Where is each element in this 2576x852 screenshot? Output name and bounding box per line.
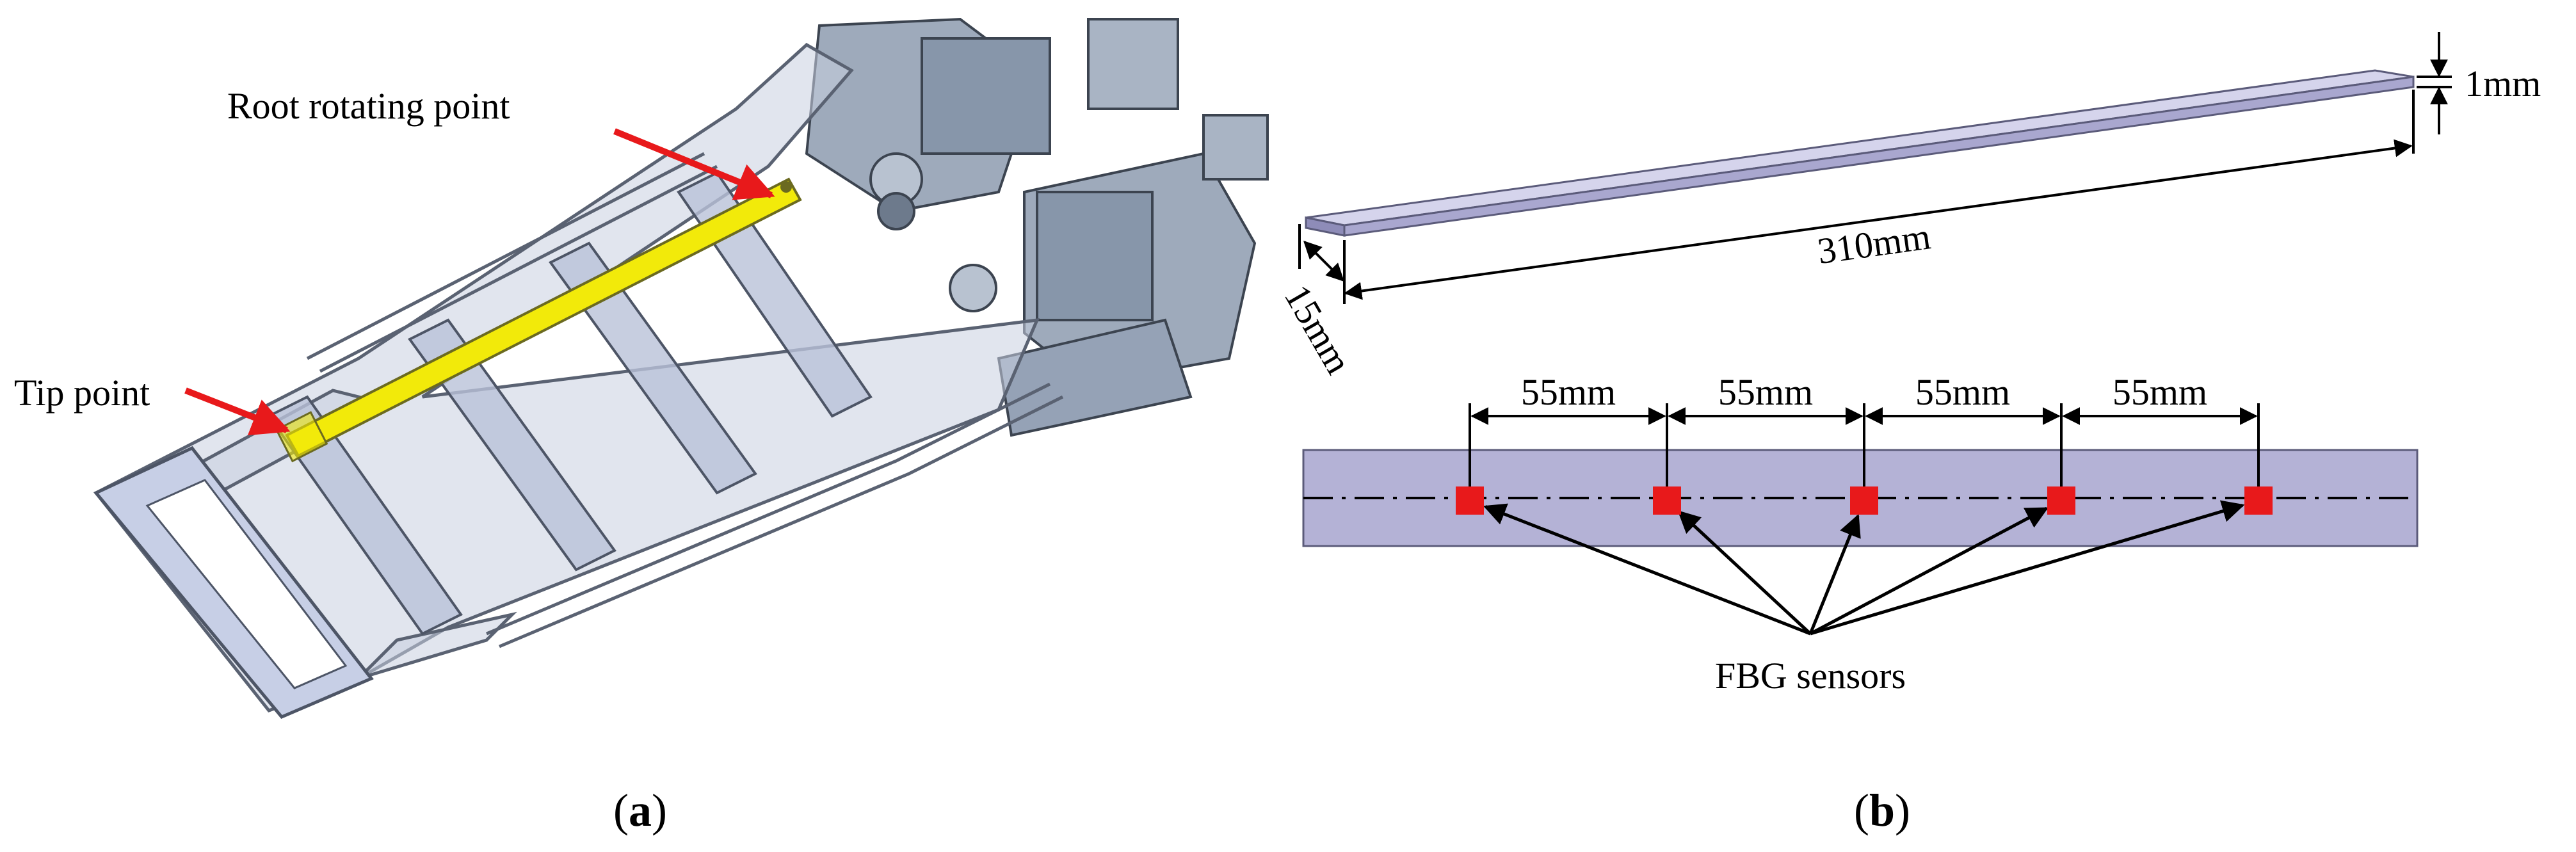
- sensor-leader-arrow-3: [1808, 513, 1861, 634]
- root-pointer-arrow: [613, 128, 775, 200]
- tip-pointer-arrow: [184, 387, 291, 436]
- tendon-linkage: [306, 152, 1064, 648]
- panel-a-caption: (a): [613, 785, 667, 836]
- fbg-sensor-3: [1850, 486, 1878, 515]
- cross-ribs: [267, 171, 873, 636]
- sensor-leader-arrows: [1483, 500, 2245, 636]
- strip-isometric: [1305, 69, 2415, 237]
- root-point-annotation: Root rotating point: [227, 85, 775, 200]
- panel-b-caption: (b): [1854, 785, 1910, 836]
- fbg-sensors-label: FBG sensors: [1715, 655, 1906, 696]
- fbg-sensor-1: [1456, 486, 1484, 515]
- spacing-label-4: 55mm: [2113, 371, 2207, 413]
- thickness-dimension: [2417, 32, 2452, 134]
- fbg-sensor-5: [2244, 486, 2273, 515]
- panel-b-letter: b: [1869, 785, 1895, 836]
- sensor-leader-arrow-1: [1483, 503, 1811, 636]
- tip-point-label: Tip point: [14, 372, 150, 414]
- sensor-spacing-dimensions: 55mm 55mm 55mm 55mm: [1469, 371, 2260, 486]
- fbg-sensors: [1456, 486, 2273, 515]
- thickness-label: 1mm: [2465, 63, 2541, 104]
- panel-a-letter: a: [629, 785, 652, 836]
- panel-a-mechanism: [93, 17, 1269, 719]
- tip-plate: [93, 446, 374, 719]
- tip-point-annotation: Tip point: [14, 372, 291, 436]
- sensor-leader-arrow-5: [1810, 500, 2245, 636]
- fbg-sensor-4: [2047, 486, 2075, 515]
- sensor-leader-arrow-2: [1677, 510, 1812, 635]
- spacing-label-1: 55mm: [1521, 371, 1616, 413]
- width-dimension: [1298, 224, 1344, 282]
- length-dimension: [1343, 90, 2415, 304]
- sensor-leader-arrow-4: [1809, 506, 2049, 636]
- fbg-sensor-2: [1653, 486, 1681, 515]
- yellow-beam: [275, 177, 802, 463]
- spacing-label-3: 55mm: [1915, 371, 2010, 413]
- spacing-label-2: 55mm: [1718, 371, 1813, 413]
- length-label: 310mm: [1815, 215, 1933, 272]
- root-rotating-point-label: Root rotating point: [227, 85, 510, 127]
